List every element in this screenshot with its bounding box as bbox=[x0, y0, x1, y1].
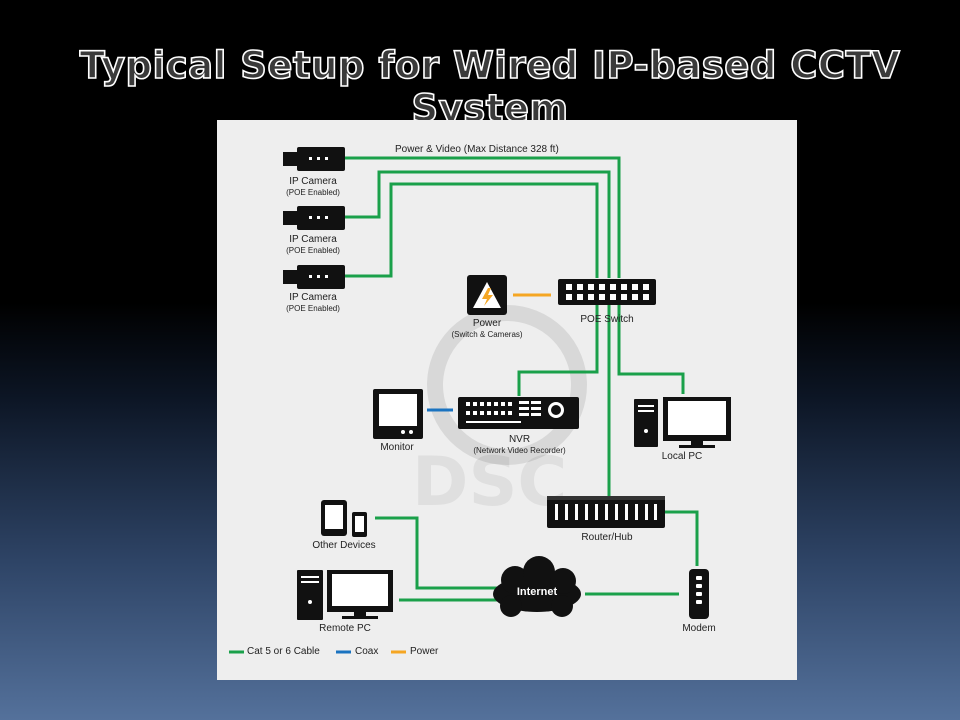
nvr-icon bbox=[458, 397, 579, 429]
internet-label: Internet bbox=[516, 586, 558, 598]
cable-router-modem bbox=[665, 510, 699, 566]
cable-camera1-switch bbox=[345, 156, 621, 278]
power-icon bbox=[467, 275, 507, 315]
watermark-text: DSC bbox=[412, 443, 567, 522]
router-hub-label: Router/Hub bbox=[581, 532, 633, 543]
other-devices-label: Other Devices bbox=[312, 540, 376, 551]
cable-switch-nvr bbox=[517, 304, 599, 396]
cat-cables bbox=[345, 156, 699, 602]
slide-title: Typical Setup for Wired IP-based CCTV Sy… bbox=[79, 43, 901, 131]
modem-label: Modem bbox=[682, 623, 716, 634]
power-label: Power(Switch & Cameras) bbox=[451, 318, 523, 339]
monitor-label: Monitor bbox=[380, 442, 414, 453]
internet-cloud-icon bbox=[493, 556, 581, 617]
legend-label-cat: Cat 5 or 6 Cable bbox=[247, 646, 320, 657]
ip-camera-1-icon bbox=[283, 147, 345, 171]
legend-label-coax: Coax bbox=[355, 646, 379, 657]
monitor-icon bbox=[373, 389, 423, 439]
router-hub-icon bbox=[547, 496, 665, 528]
remote-pc-icon bbox=[297, 570, 393, 620]
watermark-logo bbox=[427, 305, 587, 465]
diagram-canvas: DSC bbox=[229, 147, 731, 654]
cable-otherdevices-internet bbox=[375, 516, 497, 590]
nvr-label: NVR(Network Video Recorder) bbox=[473, 434, 566, 455]
modem-icon bbox=[689, 569, 709, 619]
camera-1-label: IP Camera(POE Enabled) bbox=[286, 176, 340, 197]
cable-camera2-switch bbox=[345, 170, 611, 278]
other-devices-icon bbox=[321, 500, 367, 537]
camera-3-label: IP Camera(POE Enabled) bbox=[286, 292, 340, 313]
ip-camera-2-icon bbox=[283, 206, 345, 230]
local-pc-label: Local PC bbox=[661, 451, 703, 462]
cable-camera3-switch bbox=[345, 182, 599, 278]
legend-label-power: Power bbox=[410, 646, 439, 657]
camera-2-label: IP Camera(POE Enabled) bbox=[286, 234, 340, 255]
ip-camera-3-icon bbox=[283, 265, 345, 289]
poe-switch-icon bbox=[558, 279, 656, 305]
remote-pc-label: Remote PC bbox=[319, 623, 371, 634]
poe-switch-label: POE Switch bbox=[580, 314, 634, 325]
cable-note: Power & Video (Max Distance 328 ft) bbox=[395, 144, 559, 155]
cable-switch-localpc bbox=[617, 304, 685, 394]
local-pc-icon bbox=[634, 397, 731, 448]
diagram-panel: DSC bbox=[217, 120, 797, 680]
